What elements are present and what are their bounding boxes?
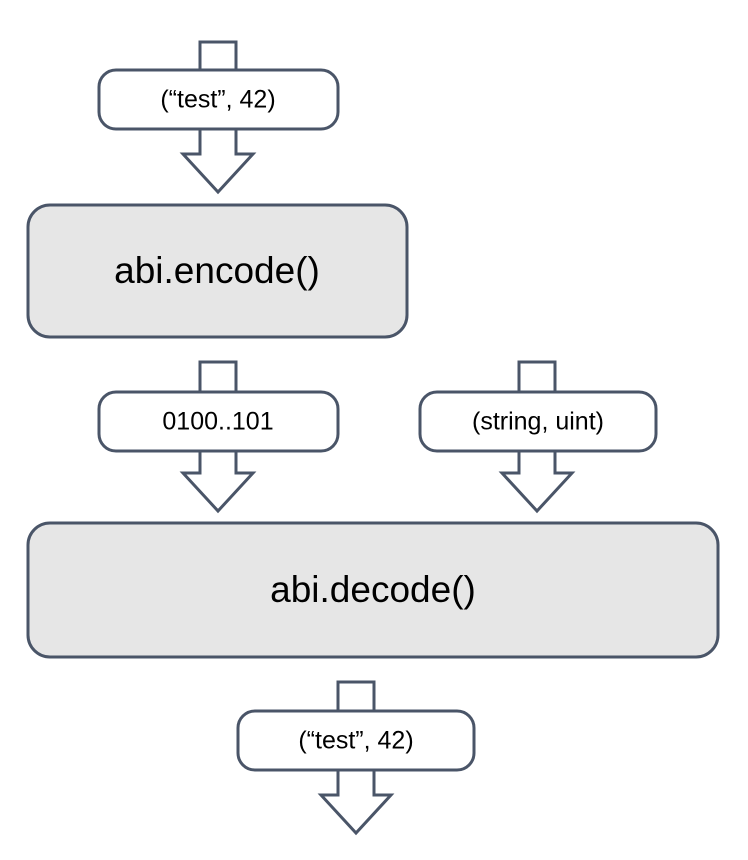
node-encoded-bytes[interactable]: 0100..101: [97, 390, 340, 453]
node-type-signature[interactable]: (string, uint): [418, 390, 658, 453]
input-tuple-label: (“test”, 42): [160, 86, 275, 114]
node-output-tuple[interactable]: (“test”, 42): [236, 709, 476, 772]
output-tuple-label: (“test”, 42): [298, 727, 413, 755]
stem-into-input-connector: [198, 40, 238, 74]
stem-into-output-connector: [336, 680, 376, 715]
type-signature-label: (string, uint): [472, 408, 604, 436]
node-abi-encode[interactable]: abi.encode(): [26, 203, 409, 339]
encoded-bytes-label: 0100..101: [162, 408, 273, 436]
abi-decode-label: abi.decode(): [270, 569, 476, 610]
abi-encode-label: abi.encode(): [114, 250, 320, 291]
abi-encode-box[interactable]: [26, 203, 409, 339]
arrow-types-to-decode-connector: [498, 449, 576, 514]
stem-into-bytes-connector: [198, 360, 238, 396]
node-abi-decode[interactable]: abi.decode(): [26, 521, 720, 659]
node-input-tuple[interactable]: (“test”, 42): [97, 68, 340, 131]
arrow-output-exit-connector: [317, 768, 395, 836]
arrow-input-to-encode-connector: [179, 127, 257, 195]
abi-decode-box[interactable]: [26, 521, 720, 659]
arrow-bytes-to-decode-connector: [179, 449, 257, 514]
stem-into-types-connector: [517, 360, 557, 396]
